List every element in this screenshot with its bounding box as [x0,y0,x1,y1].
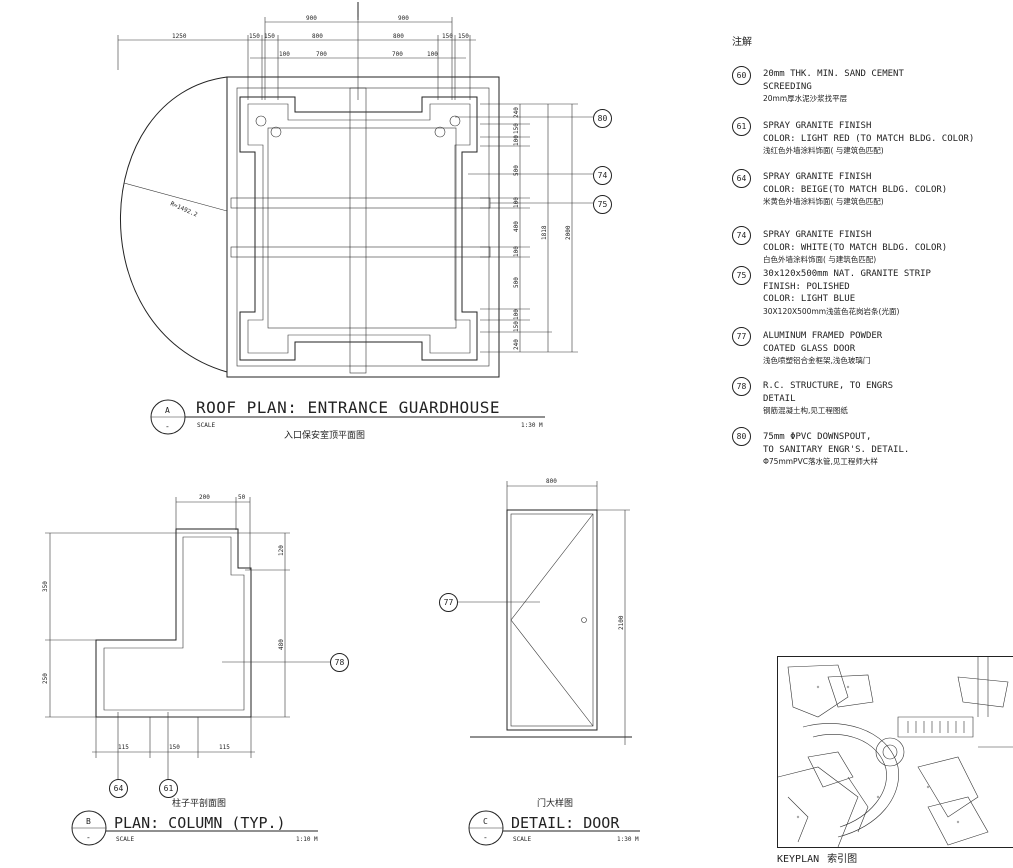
dim-top-mid-6: 150 [458,33,469,40]
door-scale: 1:30 M [617,836,639,843]
roof-plan-scale-label: SCALE [197,422,215,429]
keyplan-drawing [778,657,1013,847]
door-dim-top: 800 [546,478,557,485]
door-title: DETAIL: DOOR [511,814,620,832]
note-code-74: 74 [732,226,751,245]
col-dim-top-1: 50 [238,494,246,501]
callout-61-column: 61 [159,779,178,798]
dim-top-mid-3: 800 [312,33,323,40]
dim-right-a-2: 100 [513,135,520,146]
callout-77-door: 77 [439,593,458,612]
dim-right-a-3: 500 [513,165,520,176]
dim-right-a-5: 400 [513,221,520,232]
door-subtitle-cn: 门大样图 [537,797,573,809]
dim-right-a-10: 240 [513,339,520,350]
note-code-80: 80 [732,427,751,446]
column-plan-subtitle-cn: 柱子平剖面图 [172,797,226,809]
note-code-64: 64 [732,169,751,188]
roof-plan-title: ROOF PLAN: ENTRANCE GUARDHOUSE [196,398,500,417]
note-code-61: 61 [732,117,751,136]
door-scale-label: SCALE [513,836,531,843]
dim-right-a-7: 500 [513,277,520,288]
svg-text:-: - [483,833,488,842]
note-code-77: 77 [732,327,751,346]
dim-top-mid-4: 800 [393,33,404,40]
callout-75-roof: 75 [593,195,612,214]
notes-title: 注解 [732,37,752,48]
radius-label: R=1492.2 [169,200,199,218]
column-plan: 200 50 350 250 120 480 115 150 115 柱子平剖面… [42,494,331,846]
dim-top-mid-2: 150 [264,33,275,40]
keyplan-label-cn: 索引图 [827,854,858,865]
dim-top-inner-2: 700 [392,51,403,58]
dim-top-outer-0: 900 [306,15,317,22]
col-dim-right-0: 120 [278,545,285,556]
callout-74-roof: 74 [593,166,612,185]
door-dim-right: 2100 [618,615,625,630]
note-code-60: 60 [732,66,751,85]
note-code-75: 75 [732,266,751,285]
view-marker-a-label: A [165,406,170,415]
col-dim-left-0: 350 [42,581,49,592]
col-dim-bottom-0: 115 [118,744,129,751]
callout-64-column: 64 [109,779,128,798]
door-detail: 800 2100 门大样图 C - DETAIL: DOOR SCALE 1:3… [457,478,640,846]
col-dim-bottom-2: 115 [219,744,230,751]
svg-text:-: - [165,422,170,431]
svg-text:-: - [86,833,91,842]
col-dim-bottom-1: 150 [169,744,180,751]
column-plan-scale-label: SCALE [116,836,134,843]
callout-80-roof: 80 [593,109,612,128]
dim-top-mid-0: 1250 [172,33,187,40]
roof-plan-subtitle-cn: 入口保安室顶平面图 [284,429,365,441]
dim-right-a-0: 240 [513,107,520,118]
dim-top-outer-1: 900 [398,15,409,22]
note-code-78: 78 [732,377,751,396]
dim-right-a-6: 100 [513,246,520,257]
dim-top-inner-0: 100 [279,51,290,58]
note-80: 75mm ΦPVC DOWNSPOUT,TO SANITARY ENGR'S. … [763,432,910,466]
roof-plan-scale: 1:30 M [521,422,543,429]
keyplan-map [777,656,1013,848]
dim-top-mid-5: 150 [442,33,453,40]
view-marker-c-label: C [483,817,488,826]
dim-top-mid-1: 150 [249,33,260,40]
column-plan-scale: 1:10 M [296,836,318,843]
dim-right-a-8: 100 [513,309,520,320]
column-plan-title: PLAN: COLUMN (TYP.) [114,814,286,832]
col-dim-top-0: 200 [199,494,210,501]
dim-right-c: 2000 [565,225,572,240]
view-marker-b-label: B [86,817,91,826]
col-dim-right-1: 480 [278,639,285,650]
dim-right-a-1: 150 [513,123,520,134]
keyplan-label-en: KEYPLAN [777,854,820,865]
roof-plan: R=1492.2 900 900 1250 150 150 800 800 15… [117,2,593,441]
col-dim-left-1: 250 [42,673,49,684]
dim-top-inner-1: 700 [316,51,327,58]
dim-right-a-9: 150 [513,321,520,332]
dim-right-b: 1818 [541,225,548,240]
keyplan-label: KEYPLAN 索引图 [777,850,857,865]
dim-top-inner-3: 100 [427,51,438,58]
callout-78-column: 78 [330,653,349,672]
dim-right-a-4: 100 [513,197,520,208]
